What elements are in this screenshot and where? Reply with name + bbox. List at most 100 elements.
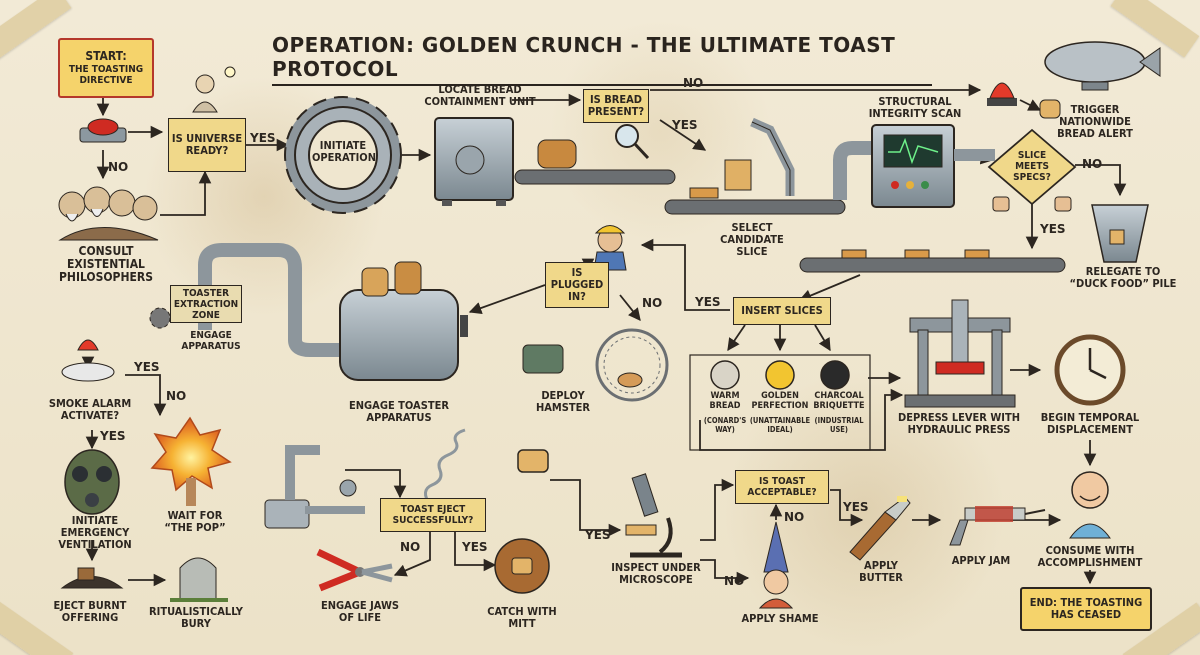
arrow-insert-to-charcoal [814,324,831,352]
explosion-icon [150,416,232,506]
arrow-insert-to-warm [727,324,746,352]
locate-bread-label: LOCATE BREAD CONTAINMENT UNIT [424,83,536,109]
arrow-insert-yes-to-worker [640,238,730,311]
bread-slice-alert-icon [1039,99,1061,119]
red-button-icon [79,118,127,143]
initiate-operation-label: INITIATE OPERATION [312,139,376,165]
arrow-machine-to-eject [345,469,407,499]
edge-label-no-acceptable: NO [784,510,805,524]
end-terminal: END: THE TOASTING HAS CEASED [1020,587,1152,631]
edge-label-yes-acceptable: YES [843,500,869,514]
edge-label-yes-universe: YES [250,131,276,145]
edge-label-yes-bread: YES [672,118,698,132]
golden-note: (UNATTAINABLE IDEAL) [749,416,811,434]
spring-icon [424,428,549,506]
arrow-microscope-no-to-shame [700,559,750,585]
arrow-specs-no-to-duck [1075,164,1127,197]
arrow-plugged-no-to-hamster [619,294,641,321]
apply-jam-label: APPLY JAM [951,554,1011,567]
gear-icon [284,96,402,214]
temporal-label: BEGIN TEMPORAL DISPLACEMENT [1040,411,1140,437]
arrow-eject-yes-to-mitt [454,530,497,572]
scanner-machine-icon [833,124,995,208]
smoke-alarm-label: SMOKE ALARM ACTIVATE? [48,397,132,423]
conveyor-belt-icon [514,139,676,185]
charcoal-note: (INDUSTRIAL USE) [814,416,864,434]
engage-toaster-label: ENGAGE TOASTER APPARATUS [349,399,449,425]
blimp-icon [1044,41,1161,91]
toast-acceptable-decision: IS TOAST ACCEPTABLE? [735,470,829,504]
toaster-icon [339,261,468,381]
catch-mitt-label: CATCH WITH MITT [487,605,557,631]
dials-icon [689,354,871,451]
warm-bread-note: (CONARD'S WAY) [703,416,747,434]
safe-icon [434,117,514,206]
edge-label-yes-ventilation: YES [100,429,126,443]
edge-label-no-specs: NO [1082,157,1103,171]
microscope-icon [625,473,682,558]
extraction-gears-icon [149,307,171,329]
smoke-alarm-icon [61,339,115,382]
bread-present-decision: IS BREAD PRESENT? [583,89,649,123]
edge-label-yes-specs: YES [1040,222,1066,236]
hydraulic-press-icon [904,299,1016,408]
depress-lever-label: DEPRESS LEVER WITH HYDRAULIC PRESS [898,411,1021,437]
edge-label-yes-microscope: YES [585,528,611,542]
arrow-plugged-yes-to-toaster [468,284,546,315]
plugged-in-decision: IS PLUGGED IN? [545,262,609,308]
arrow-acceptable-yes-to-butter [830,489,864,527]
edge-label-yes-smoke: YES [134,360,160,374]
arrow-microscope-to-acceptable [700,478,735,541]
philosophers-icon [58,186,159,241]
eject-burnt-label: EJECT BURNT OFFERING [53,599,127,625]
pliers-icon [316,548,393,592]
pipe-system-icon [198,243,340,357]
flow-arrows [81,83,1127,587]
edge-label-yes-insert: YES [695,295,721,309]
meets-specs-label: SLICE MEETS SPECS? [1013,150,1051,183]
consume-label: CONSUME WITH ACCOMPLISHMENT [1037,544,1143,570]
microscope-label: INSPECT UNDER MICROSCOPE [611,561,701,587]
duck-food-bin-icon [1091,204,1149,263]
jam-caulk-gun-icon [949,506,1046,546]
edge-label-no-philosophers: NO [108,160,129,174]
launch-machine-icon [264,445,365,529]
start-subtitle: THE TOASTING DIRECTIVE [68,63,144,86]
ventilation-label: INITIATE EMERGENCY VENTILATION [58,514,132,552]
extraction-zone-box: TOASTER EXTRACTION ZONE [170,285,242,323]
thumbs-icons [992,196,1072,212]
golden-label: GOLDEN PERFECTION [751,391,809,411]
specs-diamond-shape [987,128,1077,206]
edge-label-no-bread: NO [683,76,704,90]
charcoal-label: CHARCOAL BRIQUETTE [813,391,865,411]
end-subtitle: HAS CEASED [1050,608,1122,621]
arrow-dials-bottom-to-press [699,388,904,451]
robot-arm-icon [664,117,846,215]
edge-label-no-microscope: NO [724,574,745,588]
consumer-icon [1069,471,1111,539]
thinker-icon [192,66,236,113]
butter-knife-icon [849,496,911,561]
start-terminal: START: THE TOASTING DIRECTIVE [58,38,154,98]
conveyor-right-icon [799,249,1066,273]
hamster-wheel-icon [522,328,669,402]
arrow-spring-to-microscope [550,479,622,537]
mitt-icon [494,538,550,594]
edge-label-yes-eject: YES [462,540,488,554]
eject-success-decision: TOAST EJECT SUCCESSFULLY? [380,498,486,532]
insert-slices-box: INSERT SLICES [733,297,831,325]
integrity-scan-label: STRUCTURAL INTEGRITY SCAN [868,95,962,121]
arrow-breadpresent-yes-to-select [659,119,707,151]
arrow-conveyor-to-insert [798,274,861,302]
warm-bread-label: WARM BREAD [709,391,741,411]
arrow-smoke-yes-to-pop [125,374,167,417]
universe-ready-decision: IS UNIVERSE READY? [168,118,246,172]
bury-label: RITUALISTICALLY BURY [149,605,243,631]
select-slice-label: SELECT CANDIDATE SLICE [720,221,784,259]
arrow-eject-no-to-jaws [393,530,431,577]
clock-icon [1054,334,1126,406]
edge-label-no-smoke: NO [166,389,187,403]
engage-apparatus-label: ENGAGE APPARATUS [181,330,241,352]
wait-pop-label: WAIT FOR “THE POP” [164,509,226,535]
